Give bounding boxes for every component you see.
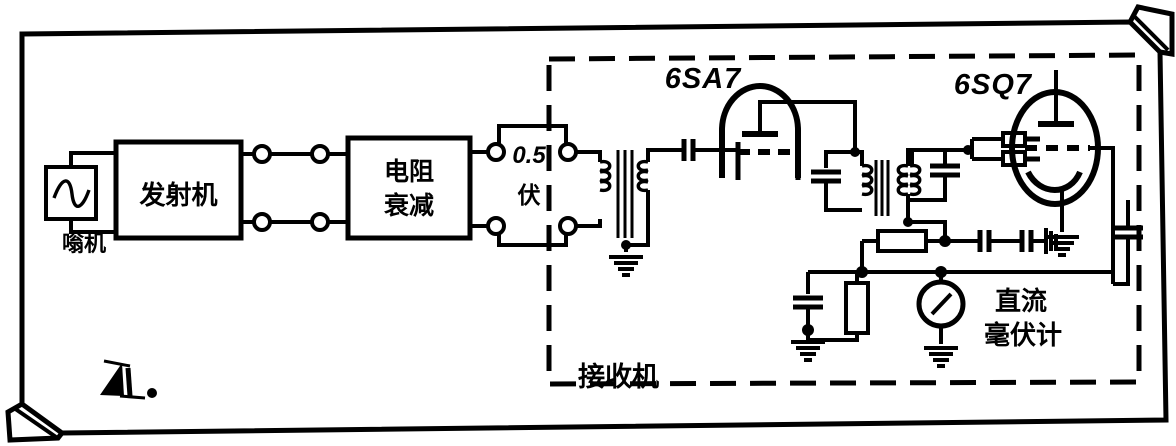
if-transformer-1 xyxy=(811,145,973,227)
meter-needle-icon xyxy=(930,292,953,316)
resistor-vertical xyxy=(844,281,870,335)
dc-millivoltmeter xyxy=(916,272,966,368)
attenuator-label-line1: 电阻 xyxy=(383,158,434,186)
millivoltmeter-label-line2: 毫伏计 xyxy=(984,320,1063,350)
tube-6sa7 xyxy=(719,83,860,180)
transmitter-output-leads xyxy=(241,144,348,232)
input-transformer xyxy=(576,148,676,277)
terminal-node xyxy=(558,216,578,236)
receiver-dashed-box xyxy=(546,52,1142,387)
tube-6sq7 xyxy=(970,70,1115,257)
transmitter-label: 发射机 xyxy=(139,180,218,210)
level-label-line2: 伏 xyxy=(517,182,541,208)
terminal-node xyxy=(310,212,330,232)
output-level-terminals xyxy=(470,124,578,247)
terminal-node xyxy=(252,144,272,164)
detector-load-network xyxy=(862,200,1143,286)
tube-label-6sa7: 6SA7 xyxy=(664,63,742,95)
attenuator-label-line2: 衰减 xyxy=(383,192,434,220)
transmitter-block xyxy=(113,139,244,241)
if-transformer-2 xyxy=(908,150,922,197)
terminal-node xyxy=(558,142,578,162)
oscillator-label: 嗡机 xyxy=(61,231,106,256)
terminal-node xyxy=(310,144,330,164)
level-label-line1: 0.5 xyxy=(512,142,546,169)
junction-dot xyxy=(621,240,631,250)
attenuator-block xyxy=(345,135,473,241)
bottom-bus xyxy=(808,241,1113,278)
tube-label-6sq7: 6SQ7 xyxy=(953,69,1033,101)
millivoltmeter-label-line1: 直流 xyxy=(995,286,1048,316)
bottom-left-scan-mark xyxy=(100,359,157,400)
page-border xyxy=(5,4,1175,443)
terminal-node xyxy=(486,216,506,236)
cathode-electrode xyxy=(1025,170,1083,193)
bypass-network xyxy=(789,272,870,362)
grid-coupling-capacitor xyxy=(676,139,738,161)
receiver-box-label: 接收机 xyxy=(578,362,659,392)
terminal-node xyxy=(486,142,506,162)
oscillator-block xyxy=(44,151,116,234)
resistor-horizontal xyxy=(876,229,928,253)
sine-wave-icon xyxy=(52,179,91,208)
terminal-node xyxy=(252,212,272,232)
